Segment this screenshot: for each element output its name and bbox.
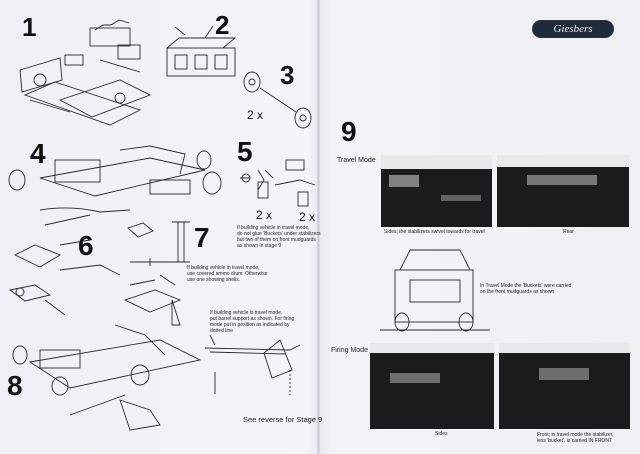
step5-stabilizer-drawing <box>240 159 316 207</box>
caption-front-firing: Front; in travel mode the stabilizer,les… <box>537 432 614 444</box>
page-fold <box>317 0 320 454</box>
caption-sides: Sides <box>435 431 448 437</box>
step-number-6: 6 <box>78 230 94 261</box>
giesbers-logo: Giesbers <box>532 20 614 38</box>
step7-note: If building vehicle in travel mode,use c… <box>187 265 268 283</box>
step4-vehicle-drawing <box>8 145 222 226</box>
firing-front-photo <box>499 343 630 429</box>
step6-gun-carriage-drawing <box>8 239 121 316</box>
caption-front-travel: In Travel Mode the 'Buckets' were carrie… <box>480 283 572 295</box>
step-number-1: 1 <box>22 12 37 42</box>
step-number-4: 4 <box>30 138 46 169</box>
step5-note: If building vehicle in travel mode,do no… <box>237 225 321 249</box>
firing-mode-heading: Firing Mode <box>331 347 368 354</box>
travel-mode-heading: Travel Mode <box>337 157 376 164</box>
step3-axle-drawing <box>243 71 312 129</box>
step1-chassis-drawing <box>19 19 152 126</box>
caption-sides-travel: Sides; the stabilizers swivel towards fo… <box>384 229 485 235</box>
barrel-note: If building vehicle is travel mode,put b… <box>210 310 295 334</box>
barrel-support-drawing <box>204 334 301 395</box>
step-number-7: 7 <box>194 222 210 253</box>
travel-rear-photo <box>497 155 629 227</box>
step7-gun-drawing <box>123 221 190 326</box>
step3-quantity: 2 x <box>247 108 264 122</box>
step8-final-drawing <box>12 324 202 431</box>
step5-left-quantity: 2 x <box>256 208 273 222</box>
firing-side-photo <box>370 343 494 429</box>
step-number-5: 5 <box>237 136 253 167</box>
step-number-8: 8 <box>7 370 23 401</box>
caption-rear: Rear <box>563 229 574 235</box>
travel-side-photo <box>381 155 492 227</box>
step5-right-quantity: 2 x <box>299 210 316 224</box>
step-number-9: 9 <box>341 116 357 147</box>
step-number-3: 3 <box>280 60 295 90</box>
step-number-2: 2 <box>215 10 230 40</box>
reverse-note: See reverse for Stage 9 <box>243 415 323 424</box>
step2-body-drawing <box>166 25 237 77</box>
stage9-front-drawing <box>380 249 490 332</box>
